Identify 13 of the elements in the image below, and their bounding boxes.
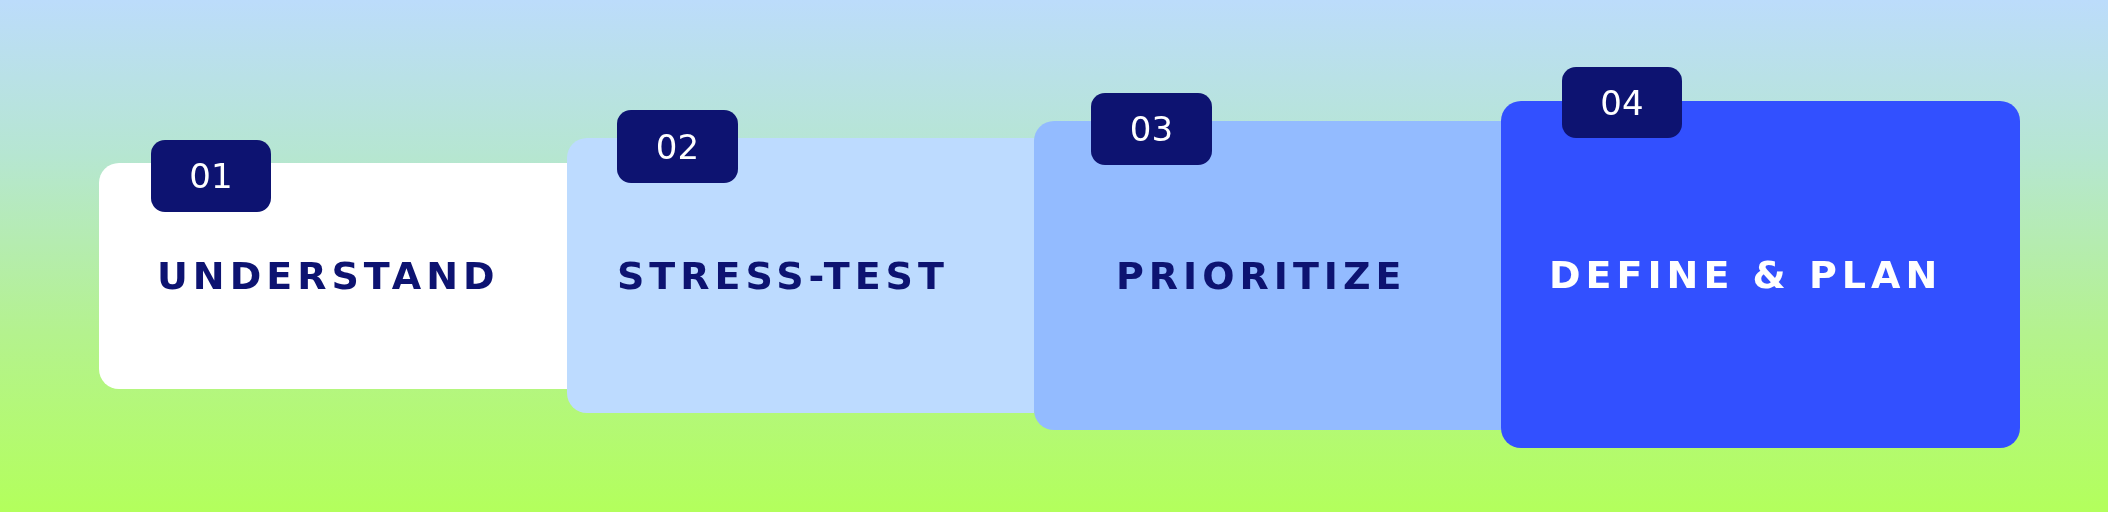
step-number-badge bbox=[151, 140, 271, 212]
step-number-badge bbox=[1091, 93, 1212, 165]
step-card bbox=[99, 163, 567, 389]
step-number-badge bbox=[1562, 67, 1682, 138]
step-title: UNDERSTAND bbox=[157, 254, 500, 298]
step-number: 02 bbox=[655, 126, 700, 167]
step-title: DEFINE & PLAN bbox=[1549, 252, 1943, 297]
step-title: PRIORITIZE bbox=[1116, 253, 1407, 298]
step-number-badge bbox=[617, 110, 738, 183]
step-number: 03 bbox=[1129, 109, 1174, 149]
step-number: 04 bbox=[1600, 82, 1644, 123]
step-number: 01 bbox=[189, 156, 233, 196]
step-title: STRESS-TEST bbox=[617, 253, 949, 298]
